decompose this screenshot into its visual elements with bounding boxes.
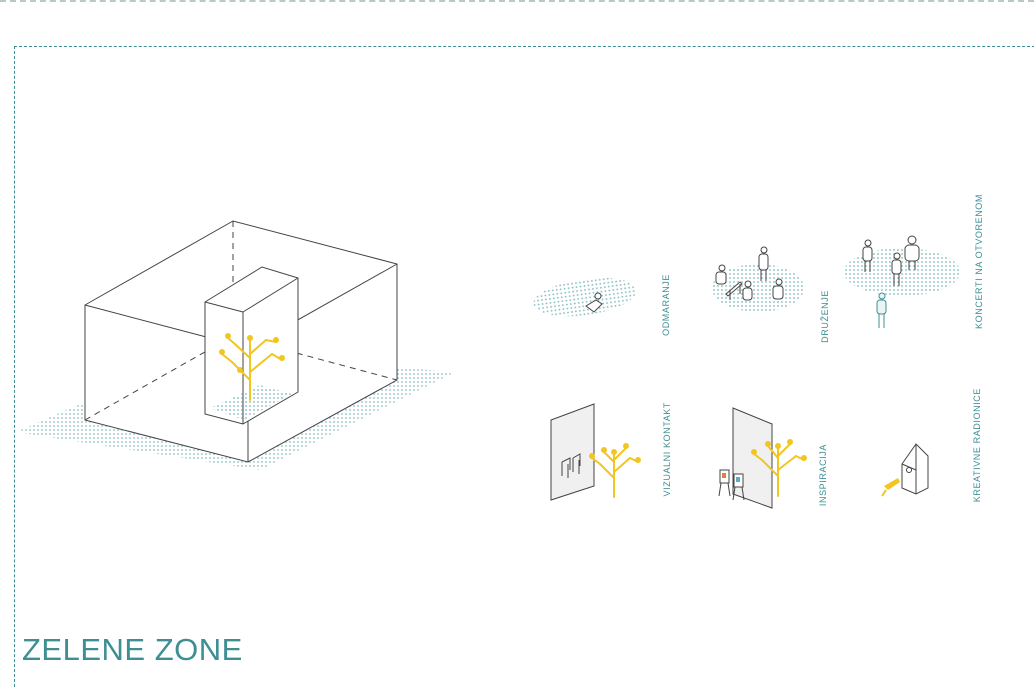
- page-title: ZELENE ZONE: [22, 632, 243, 667]
- label-kreativne: KREATIVNE RADIONICE: [972, 388, 982, 503]
- label-koncerti: KONCERTI NA OTVORENOM: [974, 194, 984, 329]
- isometric-building: [16, 220, 455, 470]
- tree-icon: [219, 333, 285, 401]
- label-odmaranje: ODMARANJE: [661, 274, 671, 336]
- vizualni-illustration: [550, 403, 641, 501]
- koncerti-illustration: [844, 235, 960, 328]
- dashed-frame: [14, 46, 1034, 687]
- odmaranje-illustration: [533, 277, 637, 317]
- diagram-canvas: [16, 220, 960, 509]
- inspiracija-illustration: [718, 407, 807, 509]
- label-vizualni: VIZUALNI KONTAKT: [662, 402, 672, 497]
- top-border-line: [0, 0, 1034, 4]
- kreativne-illustration: [881, 443, 929, 497]
- label-druzenje: DRUŽENJE: [820, 290, 830, 343]
- druzenje-illustration: [712, 246, 804, 312]
- label-inspiracija: INSPIRACIJA: [818, 444, 828, 507]
